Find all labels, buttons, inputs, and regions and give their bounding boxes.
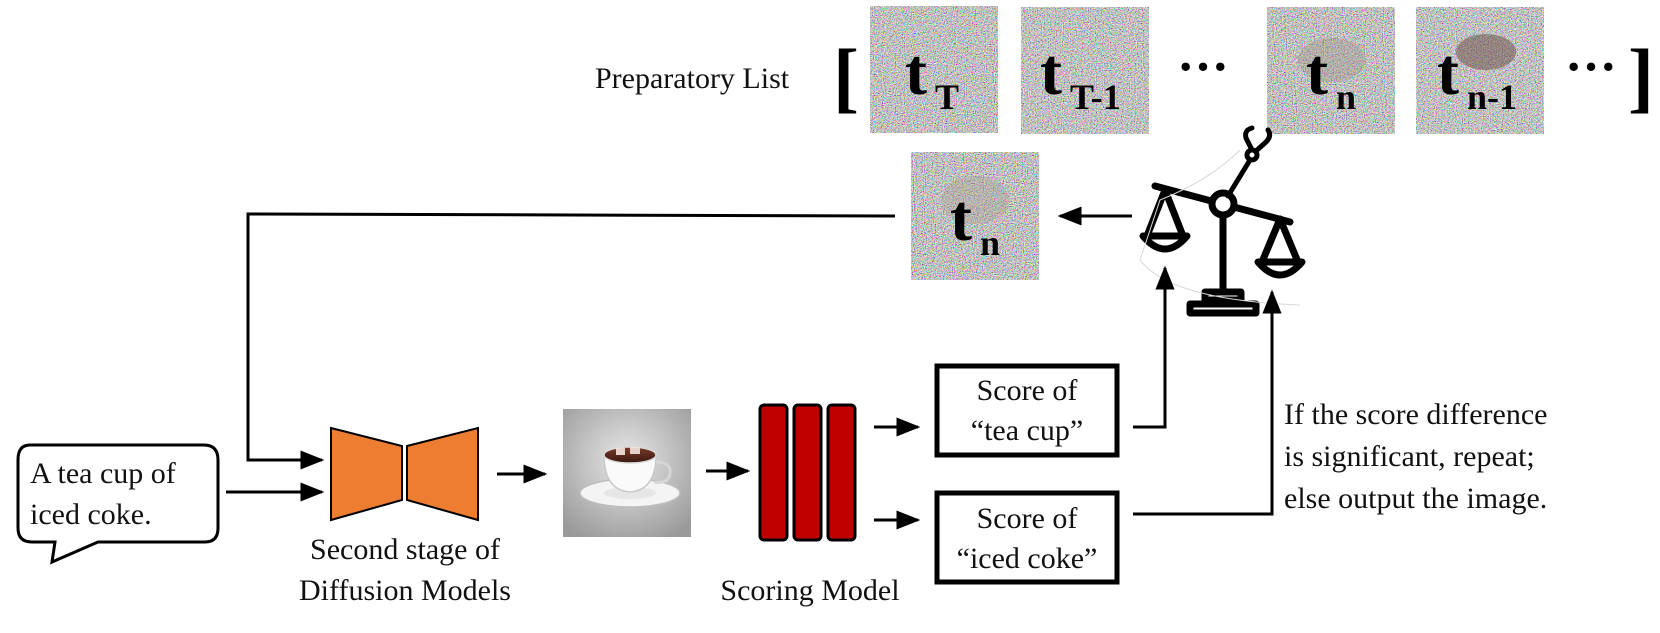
diffusion-line2: Diffusion Models xyxy=(299,574,511,607)
connectors xyxy=(226,206,1282,530)
robot-claw-icon xyxy=(1225,125,1273,199)
noise-image xyxy=(1416,7,1544,134)
score-box-line1: Score of xyxy=(977,374,1078,407)
step-sub: n xyxy=(980,223,1000,263)
scale-icon xyxy=(1139,182,1306,317)
step-base: t xyxy=(950,182,972,255)
scoring-bar xyxy=(792,403,823,542)
preparatory-list: Preparatory List [ t T t T-1 ··· t n t n… xyxy=(595,6,1654,134)
diffusion-model: Second stage of Diffusion Models xyxy=(299,426,511,607)
decision-line1: If the score difference xyxy=(1284,398,1547,431)
selected-step-tile: t n xyxy=(911,152,1039,280)
preparatory-list-label: Preparatory List xyxy=(595,62,790,95)
score-box-line2: “tea cup” xyxy=(971,414,1083,447)
noise-image xyxy=(911,152,1039,280)
encoder-shape xyxy=(330,426,403,522)
close-bracket: ] xyxy=(1628,33,1654,120)
noise-image xyxy=(1267,7,1395,134)
feedback-arrow xyxy=(246,212,896,470)
noise-tile-tn-1: t n-1 xyxy=(1416,7,1544,134)
noise-image xyxy=(1021,7,1149,134)
noise-image xyxy=(870,6,998,133)
score-box-tea-cup: Score of “tea cup” xyxy=(934,363,1120,458)
score-box-line2: “iced coke” xyxy=(957,542,1098,575)
step-sub: T-1 xyxy=(1070,77,1121,117)
decision-text: If the score difference is significant, … xyxy=(1284,398,1547,515)
noise-tile-tT: t T xyxy=(870,6,998,133)
score-box-line1: Score of xyxy=(977,502,1078,535)
speech-bubble: A tea cup of iced coke. xyxy=(16,443,220,565)
open-bracket: [ xyxy=(833,33,859,120)
ellipsis: ··· xyxy=(1177,39,1229,96)
decision-line3: else output the image. xyxy=(1284,482,1547,515)
step-sub: T xyxy=(935,77,959,117)
diffusion-line1: Second stage of xyxy=(310,533,500,566)
decision-line2: is significant, repeat; xyxy=(1284,440,1535,473)
ellipsis: ··· xyxy=(1565,39,1617,96)
step-base: t xyxy=(905,36,927,109)
noise-tile-tn: t n xyxy=(1267,7,1395,134)
step-base: t xyxy=(1306,36,1328,109)
scoring-bar xyxy=(826,403,857,542)
step-base: t xyxy=(1040,36,1062,109)
speech-bubble-icon xyxy=(16,443,220,565)
pan-arrow-right xyxy=(1133,289,1282,516)
step-base: t xyxy=(1437,36,1459,109)
noise-tile-tT-1: t T-1 xyxy=(1021,7,1149,134)
prompt-line1: A tea cup of xyxy=(30,457,176,490)
scoring-model: Scoring Model xyxy=(720,403,900,607)
scoring-bar xyxy=(758,403,789,542)
pan-arrow-left xyxy=(1133,265,1175,429)
scoring-label: Scoring Model xyxy=(720,574,899,607)
score-box-iced-coke: Score of “iced coke” xyxy=(934,490,1120,585)
prompt-line2: iced coke. xyxy=(30,498,152,531)
tea-cup-image xyxy=(563,409,691,537)
step-sub: n xyxy=(1336,77,1356,117)
decoder-shape xyxy=(406,426,479,522)
step-sub: n-1 xyxy=(1467,77,1517,117)
